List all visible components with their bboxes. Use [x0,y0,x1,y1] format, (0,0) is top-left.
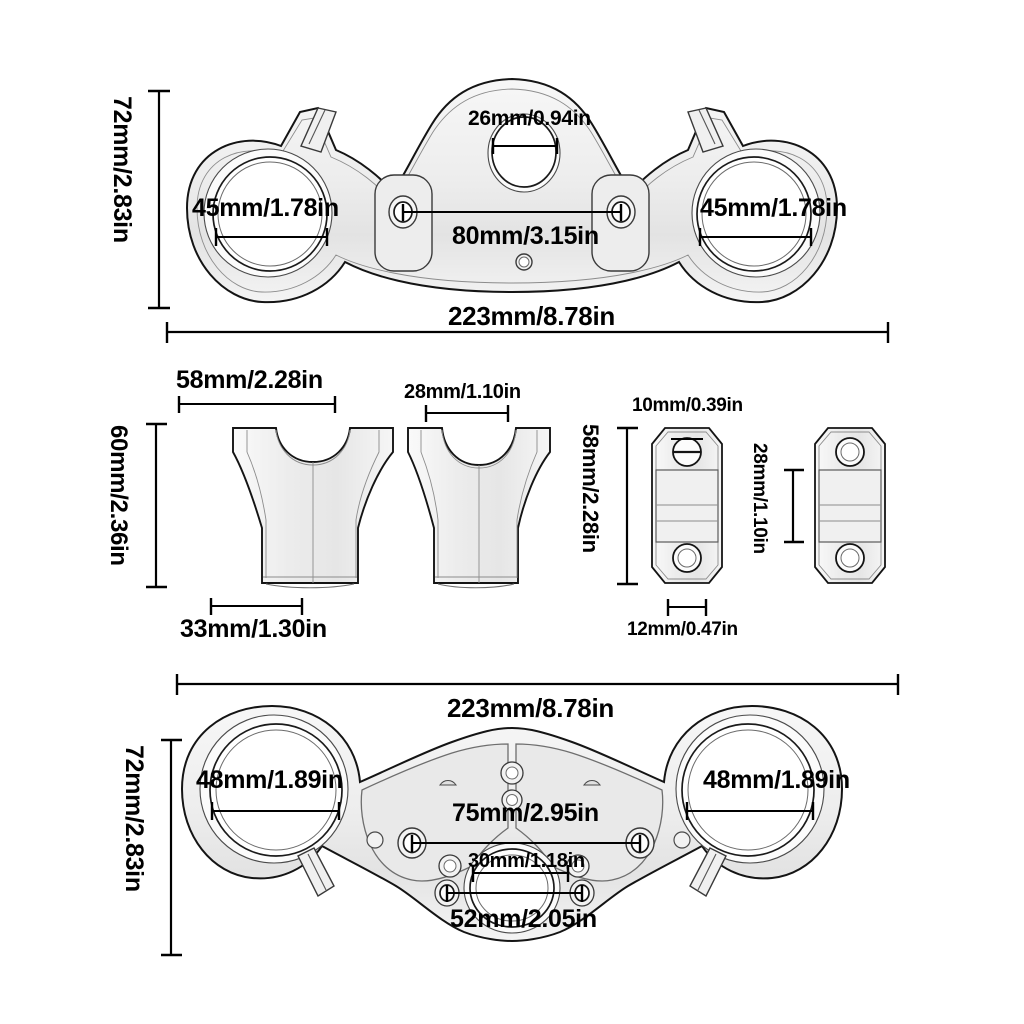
dim-riser-bottom-width: 33mm/1.30in [180,615,327,643]
dim-clamp-bottom-width: 12mm/0.47in [627,619,738,640]
dim-bottom-right-bore: 48mm/1.89in [703,766,850,794]
dim-riser2-top-width: 28mm/1.10in [404,381,521,403]
handlebar-clamp-front-view [651,427,723,584]
dim-bottom-left-bore: 48mm/1.89in [196,766,343,794]
dim-top-stem-hole: 26mm/0.94in [468,107,591,130]
dim-bottom-overall-width: 223mm/8.78in [447,693,614,723]
dimension-lines [146,89,900,957]
riser-left-front-view [232,427,394,589]
dim-top-height: 72mm/2.83in [108,96,136,243]
dim-riser-top-width: 58mm/2.28in [176,366,323,394]
dim-top-riser-spacing: 80mm/3.15in [452,222,599,250]
riser-right-front-view [407,427,551,589]
dim-top-left-bore: 45mm/1.78in [192,194,339,222]
dim-riser-height: 60mm/2.36in [105,425,132,566]
dim-bottom-stem-hole: 30mm/1.18in [468,850,585,872]
dim-clamp-height: 58mm/2.28in [578,424,603,553]
dim-bottom-height: 72mm/2.83in [120,745,148,892]
dim-bottom-bolt-spacing-upper: 75mm/2.95in [452,799,599,827]
handlebar-clamp-side-view [814,427,886,584]
dim-bottom-bolt-spacing-lower: 52mm/2.05in [450,905,597,933]
dim-clamp2-inner-height: 28mm/1.10in [749,443,770,554]
dim-top-overall-width: 223mm/8.78in [448,301,615,331]
dim-top-right-bore: 45mm/1.78in [700,194,847,222]
dim-clamp-top-width: 10mm/0.39in [632,395,743,416]
upper-triple-clamp-body [185,77,839,304]
